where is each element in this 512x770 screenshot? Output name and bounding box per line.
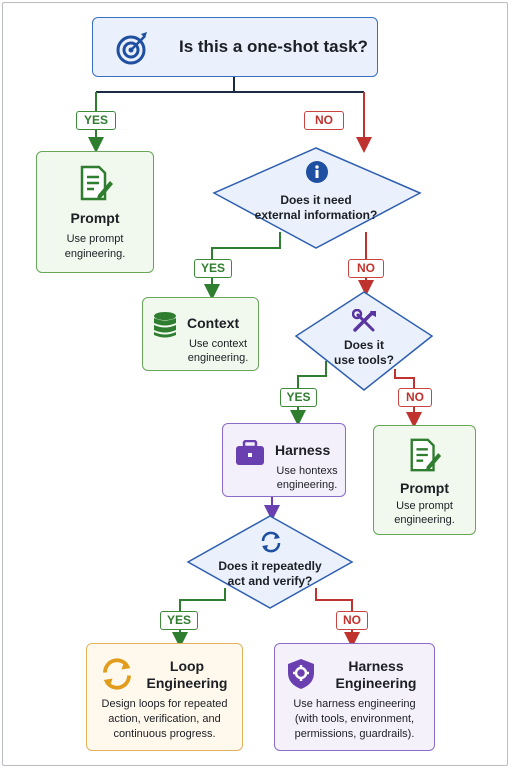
prompt-heading: Prompt bbox=[70, 210, 120, 226]
prompt-2-desc-2: engineering. bbox=[394, 514, 455, 526]
harness-eng-desc-2: (with tools, environment, bbox=[294, 713, 415, 725]
decision-loop-line1: Does it repeatedly bbox=[218, 559, 322, 573]
decision-tools-diamond bbox=[294, 291, 434, 391]
title-box: Is this a one-shot task? bbox=[92, 17, 378, 77]
harness-eng-heading-2: Engineering bbox=[335, 675, 417, 691]
context-box: Context Use context engineering. bbox=[142, 297, 259, 371]
prompt-box-2: Prompt Use prompt engineering. bbox=[373, 425, 476, 535]
decision-external-line1: Does it need bbox=[280, 193, 352, 207]
decision-tools-line1: Does it bbox=[343, 338, 384, 352]
no-label: NO bbox=[304, 111, 344, 130]
decision-external-line2: external information? bbox=[254, 208, 378, 222]
document-pen-icon bbox=[80, 165, 113, 201]
no-label: NO bbox=[398, 388, 432, 407]
context-desc-2: engineering. bbox=[187, 352, 249, 364]
loop-desc-2: action, verification, and bbox=[108, 713, 221, 725]
refresh-icon bbox=[261, 531, 281, 553]
context-desc-1: Use context bbox=[188, 338, 248, 350]
info-icon bbox=[306, 161, 328, 183]
loop-desc-1: Design loops for repeated bbox=[101, 698, 228, 710]
prompt-2-desc-1: Use prompt bbox=[396, 500, 453, 512]
yes-label: YES bbox=[194, 259, 232, 278]
harness-box: Harness Use hontexs engineering. bbox=[222, 423, 346, 497]
prompt-desc-1: Use prompt bbox=[66, 233, 124, 245]
harness-desc-2: engineering. bbox=[276, 479, 338, 491]
harness-engineering-box: Harness Engineering Use harness engineer… bbox=[274, 643, 435, 751]
document-pen-icon bbox=[410, 438, 442, 472]
decision-tools-line2: use tools? bbox=[333, 353, 394, 367]
harness-eng-desc-1: Use harness engineering bbox=[293, 698, 416, 710]
briefcase-icon bbox=[236, 440, 264, 465]
no-label: NO bbox=[336, 611, 368, 630]
decision-loop-diamond bbox=[186, 515, 354, 609]
harness-eng-desc-3: permissions, guardrails). bbox=[294, 728, 415, 740]
prompt-desc-2: engineering. bbox=[64, 248, 126, 260]
prompt-2-heading: Prompt bbox=[400, 480, 449, 496]
decision-external-diamond bbox=[212, 147, 422, 249]
decision-loop-line2: act and verify? bbox=[227, 574, 313, 588]
yes-label: YES bbox=[280, 388, 317, 407]
refresh-icon bbox=[103, 658, 131, 690]
harness-desc-1: Use hontexs bbox=[276, 465, 338, 477]
shield-gear-icon bbox=[288, 659, 314, 689]
loop-desc-3: continuous progress. bbox=[113, 728, 216, 740]
target-icon bbox=[116, 32, 147, 65]
harness-heading: Harness bbox=[275, 442, 331, 458]
tools-icon bbox=[352, 309, 376, 332]
page-title: Is this a one-shot task? bbox=[179, 37, 368, 56]
yes-label: YES bbox=[160, 611, 198, 630]
no-label: NO bbox=[348, 259, 384, 278]
loop-heading-2: Engineering bbox=[146, 675, 228, 691]
loop-heading-1: Loop bbox=[169, 658, 205, 674]
prompt-box: Prompt Use prompt engineering. bbox=[36, 151, 154, 273]
context-heading: Context bbox=[187, 315, 240, 331]
yes-label: YES bbox=[76, 111, 116, 130]
harness-eng-heading-1: Harness bbox=[348, 658, 404, 674]
loop-engineering-box: Loop Engineering Design loops for repeat… bbox=[86, 643, 243, 751]
database-icon bbox=[154, 312, 176, 338]
